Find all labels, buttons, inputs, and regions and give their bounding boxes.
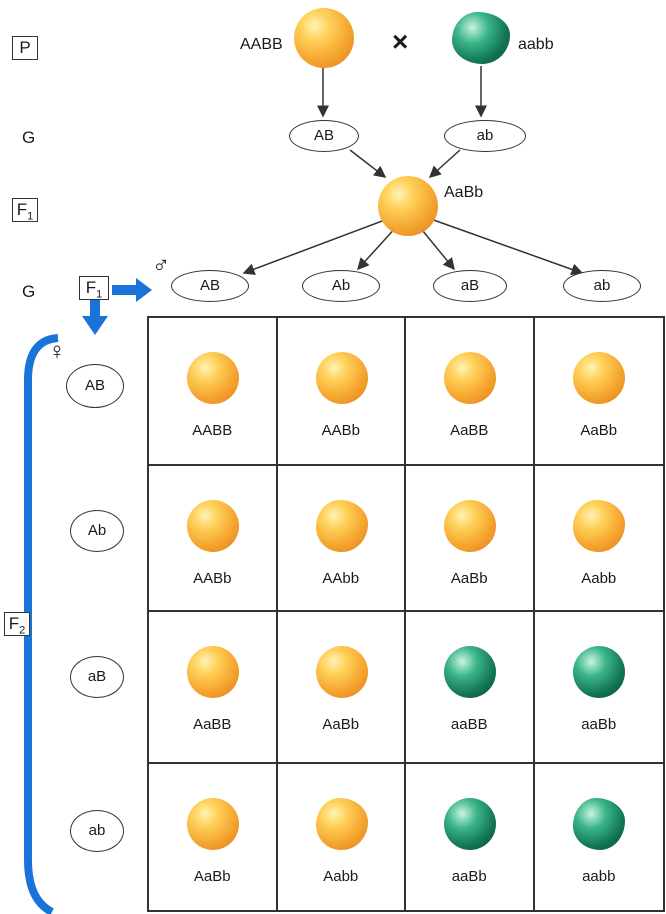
- parent-right-pea-icon: [452, 12, 510, 64]
- arrow-gamete-right: [428, 149, 461, 179]
- genotype-label: AaBb: [193, 868, 231, 885]
- male-symbol-icon: ♂: [152, 252, 170, 279]
- row-label-f2: F2: [4, 612, 30, 636]
- green-wrinkled-pea-icon: [572, 798, 625, 850]
- gamete-p-right: ab: [444, 120, 526, 152]
- yellow-round-pea-icon: [187, 352, 240, 404]
- male-gamete-4: ab: [563, 270, 641, 302]
- male-gamete-3: aB: [433, 270, 507, 302]
- genotype-label: Aabb: [323, 868, 359, 885]
- arrow-f1-ab: [242, 217, 391, 275]
- genotype-label: AABb: [193, 570, 232, 587]
- parent-left-genotype: AABB: [240, 36, 283, 53]
- punnett-cell: AaBb: [149, 764, 278, 910]
- yellow-round-pea-icon: [187, 798, 240, 850]
- yellow-round-pea-icon: [315, 646, 368, 698]
- parent-right-genotype: aabb: [518, 36, 554, 53]
- f1-pea-icon: [378, 176, 438, 236]
- yellow-round-pea-icon: [187, 500, 240, 552]
- row-label-g1: G: [22, 128, 36, 147]
- female-symbol-icon: ♀: [48, 338, 66, 365]
- yellow-wrinkled-pea-icon: [572, 500, 625, 552]
- arrow-f1-ab2: [427, 217, 584, 276]
- cross-symbol: ×: [392, 26, 409, 57]
- punnett-cell: AABb: [149, 466, 278, 612]
- genotype-label: AaBB: [450, 422, 489, 439]
- yellow-round-pea-icon: [315, 352, 368, 404]
- punnett-cell: AaBB: [149, 612, 278, 764]
- parent-left-pea-icon: [294, 8, 354, 68]
- blue-arrow-right: [112, 278, 152, 302]
- punnett-cell: AaBb: [534, 318, 663, 466]
- male-gamete-2: Ab: [302, 270, 380, 302]
- green-round-pea-icon: [444, 646, 497, 698]
- row-label-f1: F1: [12, 198, 38, 222]
- yellow-round-pea-icon: [187, 646, 240, 698]
- genotype-label: AaBb: [580, 422, 618, 439]
- f2-bracket: [24, 334, 59, 914]
- row-label-g2: G: [22, 282, 36, 301]
- female-gamete-3: aB: [70, 656, 124, 698]
- f1-genotype: AaBb: [444, 184, 484, 201]
- male-gamete-1: AB: [171, 270, 249, 302]
- genotype-label: aaBb: [581, 716, 617, 733]
- punnett-cell: aabb: [535, 764, 664, 910]
- arrow-f1-aB: [417, 224, 455, 271]
- punnett-cell: AaBb: [277, 612, 406, 764]
- genotype-label: AABB: [192, 422, 233, 439]
- punnett-cell: aaBB: [406, 612, 535, 764]
- punnett-cell: AaBb: [406, 466, 535, 612]
- genotype-label: AABb: [321, 422, 360, 439]
- genotype-label: aabb: [582, 868, 616, 885]
- blue-arrow-down: [82, 300, 108, 335]
- arrow-gamete-left: [349, 149, 387, 178]
- punnett-cell: Aabb: [534, 466, 663, 612]
- punnett-cell: aaBb: [534, 612, 663, 764]
- yellow-round-pea-icon: [444, 352, 497, 404]
- arrow-f1-Ab: [356, 224, 399, 271]
- genotype-label: aaBb: [451, 868, 487, 885]
- f1-tag: F1: [79, 276, 109, 300]
- yellow-round-pea-icon: [572, 352, 625, 404]
- genotype-label: aaBB: [450, 716, 488, 733]
- female-gamete-4: ab: [70, 810, 124, 852]
- row-label-p: P: [12, 36, 38, 60]
- punnett-cell: AAbb: [277, 466, 406, 612]
- female-gamete-1: AB: [66, 364, 124, 408]
- yellow-wrinkled-pea-icon: [315, 500, 368, 552]
- punnett-cell: AABB: [149, 318, 278, 466]
- yellow-wrinkled-pea-icon: [315, 798, 368, 850]
- punnett-cell: aaBb: [406, 764, 535, 910]
- genotype-label: Aabb: [581, 570, 617, 587]
- genotype-label: AaBB: [193, 716, 232, 733]
- female-gamete-2: Ab: [70, 510, 124, 552]
- genotype-label: AAbb: [322, 570, 360, 587]
- genotype-label: AaBb: [322, 716, 360, 733]
- green-round-pea-icon: [444, 798, 497, 850]
- yellow-round-pea-icon: [444, 500, 497, 552]
- punnett-cell: AaBB: [406, 318, 535, 466]
- punnett-cell: AABb: [277, 318, 406, 466]
- punnett-cell: Aabb: [278, 764, 406, 910]
- gamete-p-left: AB: [289, 120, 359, 152]
- green-round-pea-icon: [572, 646, 625, 698]
- genotype-label: AaBb: [450, 570, 488, 587]
